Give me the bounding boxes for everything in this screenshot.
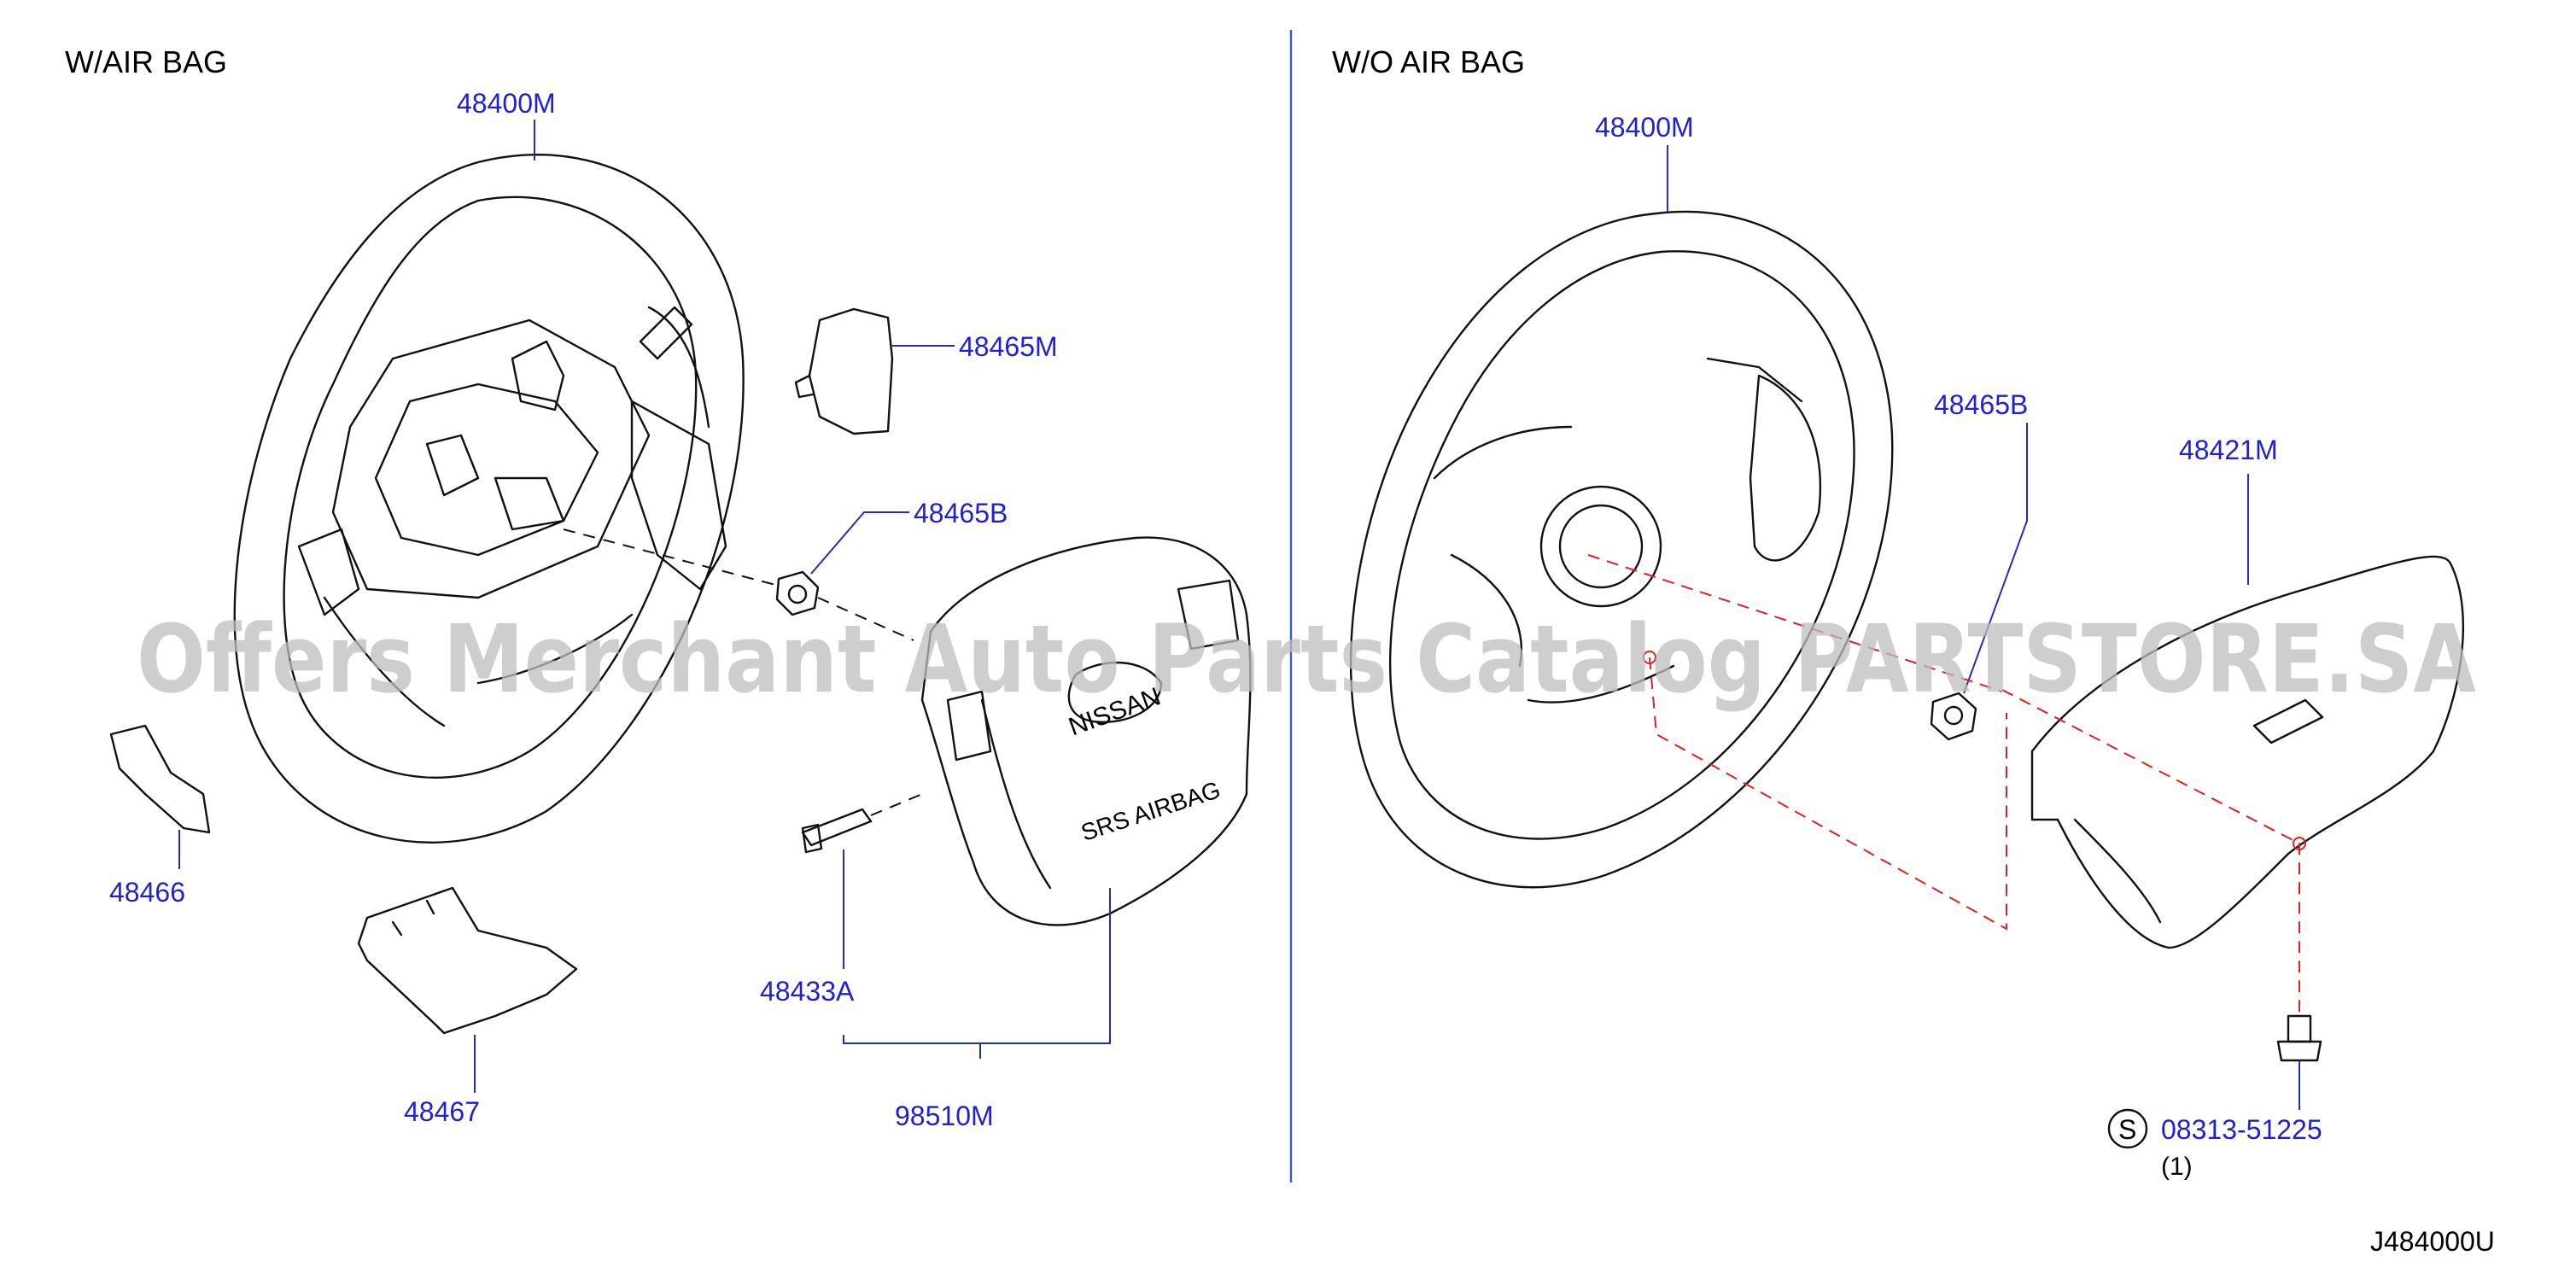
callout-48421M[interactable]: 48421M <box>2179 435 2278 465</box>
section-title-with-airbag: W/AIR BAG <box>65 44 227 79</box>
bolt-left[interactable] <box>801 808 873 854</box>
leader-98510M <box>843 888 1111 1044</box>
steering-wheel-with-airbag[interactable] <box>233 154 745 844</box>
side-cover-part[interactable] <box>109 724 211 834</box>
nut-right[interactable] <box>1930 692 1977 741</box>
callout-08313-51225[interactable]: 08313-51225 <box>2161 1114 2322 1145</box>
callout-48433A[interactable]: 48433A <box>760 976 855 1007</box>
callout-48465B-right[interactable]: 48465B <box>1934 389 2028 420</box>
callout-48465B-left[interactable]: 48465B <box>914 498 1008 528</box>
leader-48465B-left <box>810 511 909 575</box>
assembly-line-bolt <box>870 791 927 816</box>
horn-pad[interactable] <box>2030 555 2464 949</box>
phantom-line-loop <box>1649 657 2007 931</box>
screw-part[interactable] <box>2276 1014 2322 1062</box>
upper-cover-part[interactable] <box>794 307 894 435</box>
airbag-module[interactable]: NISSAN SRS AIRBAG <box>920 536 1252 926</box>
phantom-hole-wheel <box>1643 651 1656 664</box>
assembly-line-module <box>817 597 914 641</box>
steering-wheel-without-airbag[interactable] <box>1349 210 1894 889</box>
module-srs-text: SRS AIRBAG <box>1078 776 1224 846</box>
assembly-line-nut <box>563 528 780 587</box>
phantom-hole-pad <box>2293 837 2306 850</box>
leader-48465B-right <box>1963 423 2028 694</box>
callout-48466[interactable]: 48466 <box>109 877 185 908</box>
callout-48400M-left[interactable]: 48400M <box>457 88 556 119</box>
callout-48465M[interactable]: 48465M <box>959 331 1058 362</box>
callout-48467[interactable]: 48467 <box>404 1096 480 1127</box>
watermark-text: Offers Merchant Auto Parts Catalog PARTS… <box>137 604 2476 714</box>
section-title-without-airbag: W/O AIR BAG <box>1332 44 1525 79</box>
standard-part-symbol <box>2107 1108 2148 1149</box>
standard-part-letter: S <box>2118 1114 2136 1145</box>
phantom-line-to-screw <box>2001 689 2300 1012</box>
callout-48400M-right[interactable]: 48400M <box>1595 112 1694 143</box>
lower-cover-part[interactable] <box>357 886 578 1035</box>
diagram-code: J484000U <box>2370 1226 2495 1257</box>
nut-left[interactable] <box>775 570 820 616</box>
phantom-line-hub-to-pad <box>1587 554 2003 692</box>
callout-98510M[interactable]: 98510M <box>895 1101 994 1131</box>
screw-quantity: (1) <box>2161 1153 2193 1181</box>
